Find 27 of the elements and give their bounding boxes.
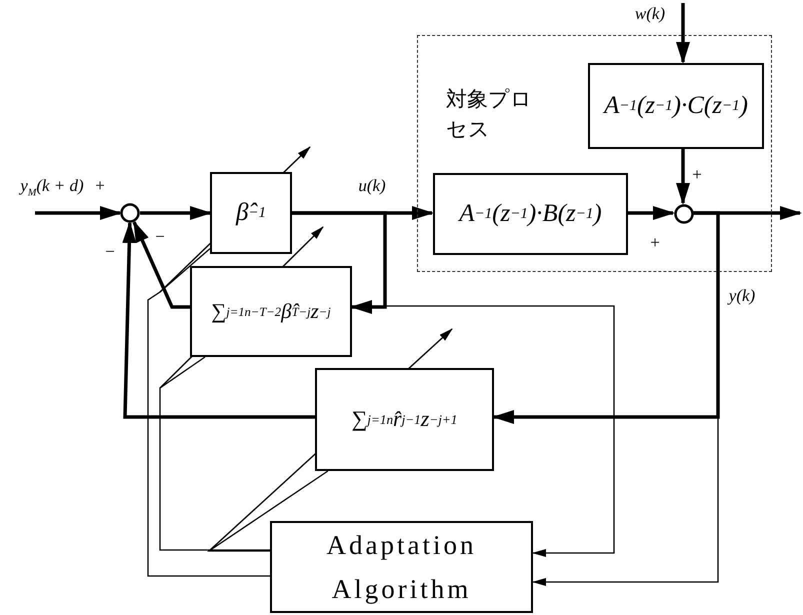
edge-label: y$_{M}$(k + d) xyxy=(18,176,86,196)
signal-line xyxy=(159,356,270,551)
arrow xyxy=(292,211,387,314)
arrow xyxy=(492,211,720,424)
arrow xyxy=(140,206,212,220)
process-boundary xyxy=(417,35,772,272)
sign-label: + xyxy=(95,176,105,196)
signal-line xyxy=(147,248,270,577)
arrow xyxy=(35,206,122,220)
algorithm-box: Adaptation Algorithm xyxy=(270,521,533,613)
edge-label: u(k) xyxy=(356,176,388,196)
arrow xyxy=(122,221,315,419)
signal-line xyxy=(206,470,328,552)
sign-label: − xyxy=(155,227,165,247)
arrow xyxy=(627,206,675,220)
arrow xyxy=(132,220,190,309)
summing-junction xyxy=(674,204,694,224)
sign-label: − xyxy=(105,242,115,262)
sign-label: + xyxy=(692,165,702,185)
edge-label: w(k) xyxy=(632,4,668,24)
arrow xyxy=(676,148,690,205)
edge-label: y(k) xyxy=(726,286,758,306)
summing-junction xyxy=(120,203,140,223)
arrow xyxy=(676,3,690,64)
process-label: 対象プロセス xyxy=(446,86,533,143)
sign-label: + xyxy=(650,233,660,253)
arrow xyxy=(532,212,719,586)
